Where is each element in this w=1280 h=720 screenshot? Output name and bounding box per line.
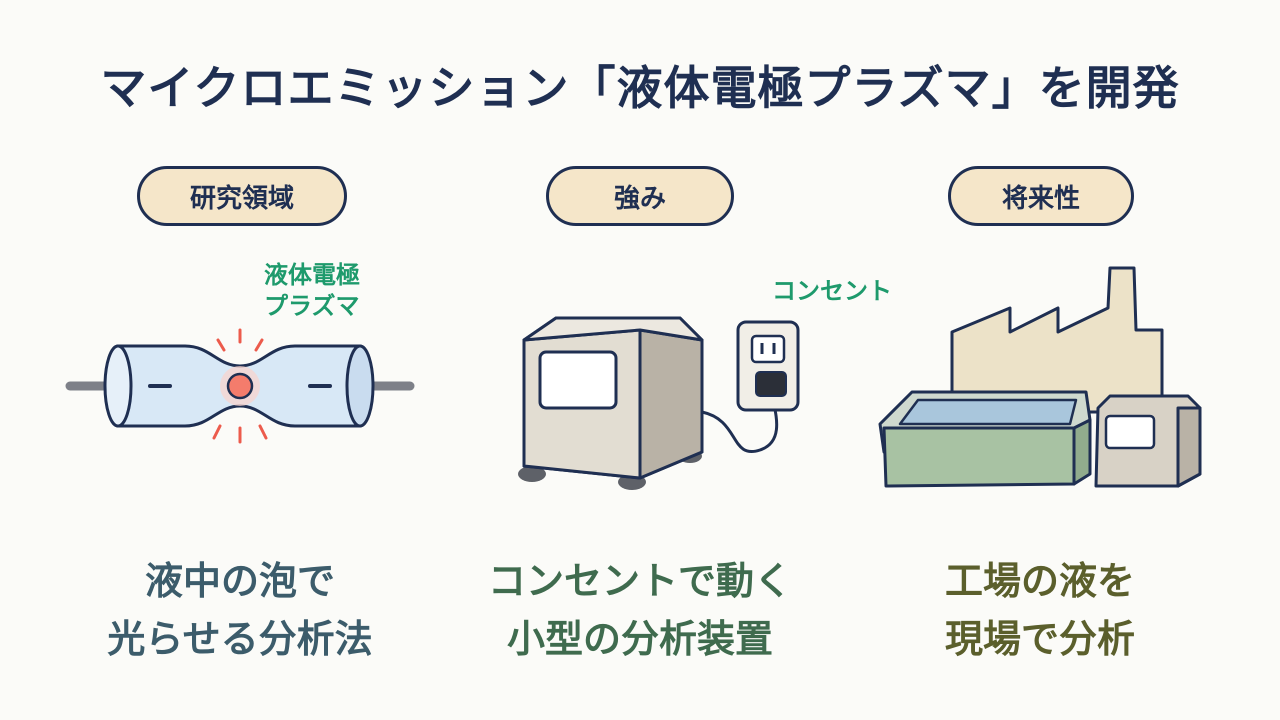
caption-line: 工場の液を bbox=[944, 559, 1135, 603]
pill-future: 将来性 bbox=[948, 166, 1134, 226]
caption-line: コンセントで動く bbox=[487, 559, 792, 603]
caption-line: 現場で分析 bbox=[944, 617, 1135, 661]
analyzer-device-icon bbox=[518, 316, 800, 490]
plasma-callout: 液体電極 プラズマ bbox=[264, 260, 360, 322]
page-title: マイクロエミッション「液体電極プラズマ」を開発 bbox=[100, 61, 1180, 115]
plasma-tube-icon bbox=[65, 328, 415, 444]
pill-label: 強み bbox=[613, 183, 666, 214]
factory-tank-icon bbox=[878, 266, 1202, 488]
caption-line: 液中の泡で bbox=[144, 559, 335, 603]
caption-strength: コンセントで動く 小型の分析装置 bbox=[440, 552, 840, 668]
caption-line: 小型の分析装置 bbox=[506, 617, 773, 661]
callout-line: プラズマ bbox=[264, 292, 360, 320]
pill-research-area: 研究領域 bbox=[137, 166, 347, 226]
pill-label: 将来性 bbox=[1001, 183, 1080, 214]
caption-research: 液中の泡で 光らせる分析法 bbox=[40, 552, 440, 668]
caption-line: 光らせる分析法 bbox=[107, 617, 373, 661]
callout-line: 液体電極 bbox=[264, 261, 360, 289]
pill-label: 研究領域 bbox=[189, 183, 294, 214]
outlet-callout: コンセント bbox=[772, 276, 892, 307]
pill-strength: 強み bbox=[546, 166, 734, 226]
caption-future: 工場の液を 現場で分析 bbox=[840, 552, 1240, 668]
callout-line: コンセント bbox=[772, 277, 892, 305]
